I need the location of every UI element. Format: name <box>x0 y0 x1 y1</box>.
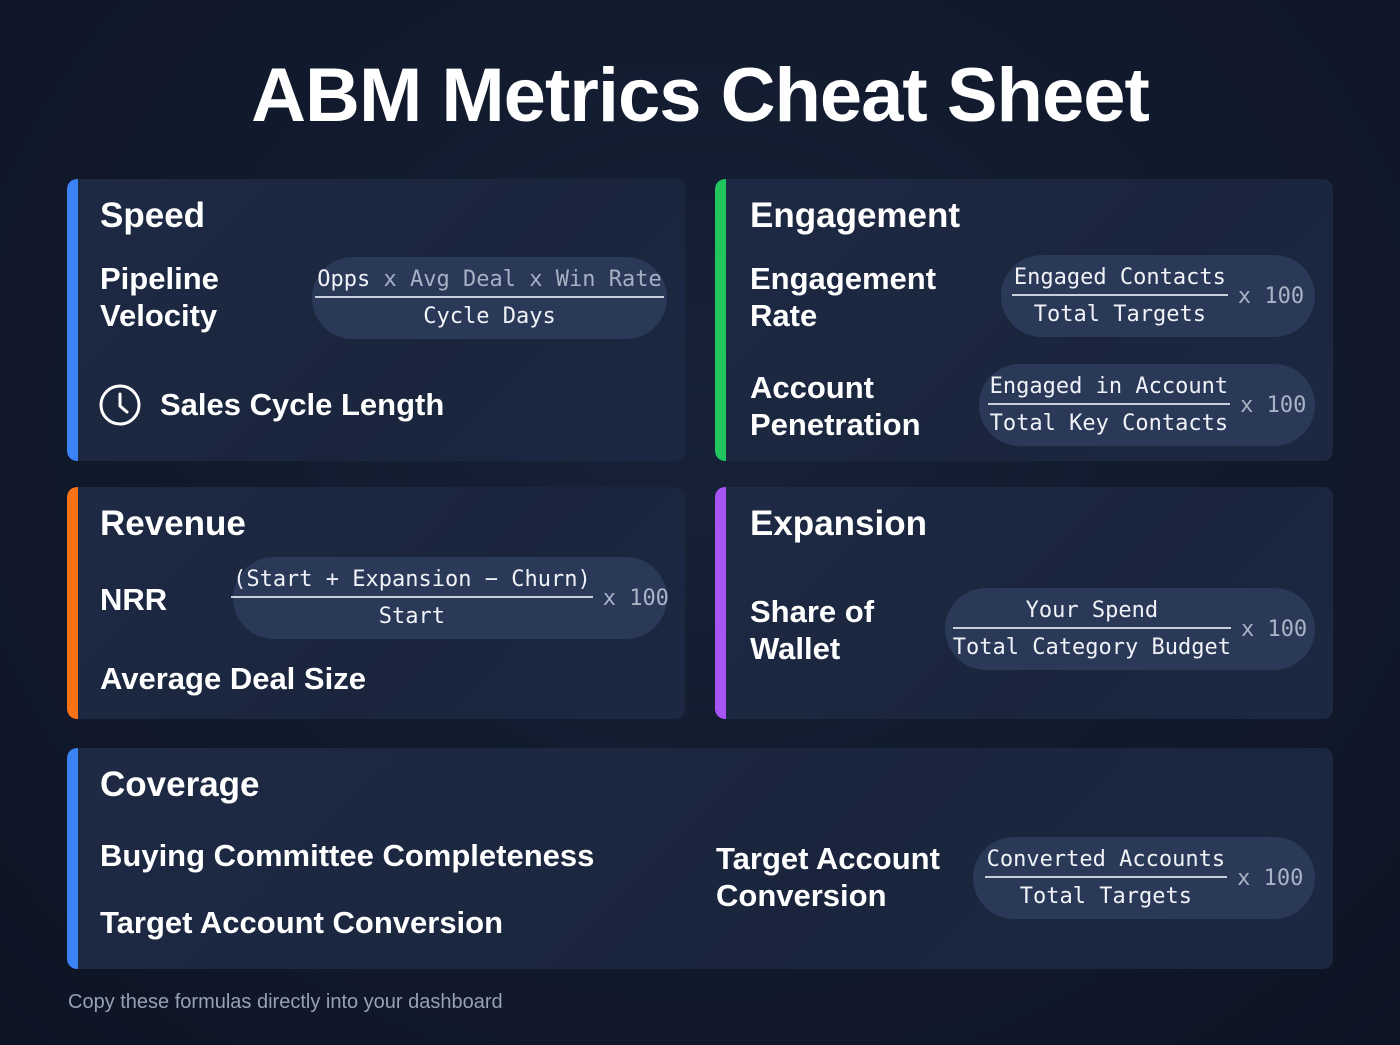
expansion-card: Expansion Share of Wallet Your Spend Tot… <box>715 487 1333 719</box>
clock-icon <box>99 384 141 426</box>
numerator: Opps x Avg Deal x Win Rate <box>315 267 663 296</box>
denominator: Total Targets <box>1033 302 1206 327</box>
fraction-bar <box>1011 294 1228 296</box>
operator: x <box>515 267 556 292</box>
label-line: Conversion <box>716 878 887 913</box>
label-line: Account <box>750 370 874 405</box>
expansion-accent-bar <box>715 487 726 719</box>
nrr-label: NRR <box>100 582 168 617</box>
speed-card-title: Speed <box>100 196 206 235</box>
target-account-conversion-label: Target Account Conversion <box>716 840 940 914</box>
engagement-card: Engagement Engagement Rate Engaged Conta… <box>715 179 1333 461</box>
revenue-accent-bar <box>67 487 78 719</box>
revenue-card: Revenue NRR (Start + Expansion − Churn) … <box>67 487 685 719</box>
engagement-rate-formula: Engaged Contacts Total Targets x 100 <box>1001 255 1315 337</box>
sales-cycle-length-label: Sales Cycle Length <box>160 387 445 422</box>
label-line: Share of <box>750 594 875 629</box>
multiplier: x 100 <box>1240 616 1308 642</box>
coverage-accent-bar <box>67 748 78 969</box>
pipeline-velocity-formula: Opps x Avg Deal x Win Rate Cycle Days <box>312 257 667 339</box>
label-line: Target Account <box>716 841 940 876</box>
fraction: Opps x Avg Deal x Win Rate Cycle Days <box>315 267 664 329</box>
denominator: Total Key Contacts <box>989 411 1229 436</box>
term: Win Rate <box>555 267 662 292</box>
revenue-card-title: Revenue <box>100 504 246 543</box>
speed-card: Speed Pipeline Velocity Opps x Avg Deal … <box>67 179 685 461</box>
multiplier: x 100 <box>1237 865 1304 891</box>
operator: x <box>370 267 411 292</box>
fraction-bar <box>315 296 664 298</box>
nrr-formula: (Start + Expansion − Churn) Start x 100 <box>231 557 669 639</box>
numerator: Converted Accounts <box>986 847 1226 872</box>
label-line: Pipeline <box>100 261 219 296</box>
page-title: ABM Metrics Cheat Sheet <box>251 53 1150 138</box>
multiplier: x 100 <box>1240 392 1307 418</box>
expansion-card-title: Expansion <box>750 504 927 543</box>
engagement-rate-label: Engagement Rate <box>750 260 936 334</box>
label-line: Wallet <box>750 631 841 666</box>
fraction: Converted Accounts Total Targets <box>984 847 1228 909</box>
footer-note: Copy these formulas directly into your d… <box>68 991 503 1013</box>
numerator: Engaged Contacts <box>1013 265 1226 290</box>
fraction-bar <box>231 596 593 598</box>
numerator: (Start + Expansion − Churn) <box>233 567 591 592</box>
label-line: Penetration <box>750 407 921 442</box>
average-deal-size-label: Average Deal Size <box>100 661 366 696</box>
coverage-card: Coverage Buying Committee Completeness T… <box>67 748 1333 969</box>
denominator: Total Category Budget <box>952 635 1231 660</box>
numerator: Engaged in Account <box>989 374 1229 399</box>
fraction-bar <box>987 403 1231 405</box>
fraction-bar <box>952 627 1231 629</box>
term: Opps <box>317 267 371 292</box>
fraction: Engaged in Account Total Key Contacts <box>987 374 1231 436</box>
fraction: (Start + Expansion − Churn) Start <box>231 567 593 629</box>
fraction: Your Spend Total Category Budget <box>952 598 1231 660</box>
target-account-conversion-item-label: Target Account Conversion <box>100 905 504 940</box>
denominator: Total Targets <box>1019 884 1192 909</box>
denominator: Start <box>378 604 445 629</box>
pipeline-velocity-label: Pipeline Velocity <box>100 260 219 334</box>
fraction-bar <box>984 876 1228 878</box>
share-of-wallet-formula: Your Spend Total Category Budget x 100 <box>945 588 1315 670</box>
coverage-card-title: Coverage <box>100 765 260 804</box>
engagement-accent-bar <box>715 179 726 461</box>
multiplier: x 100 <box>1237 283 1305 309</box>
buying-committee-completeness-label: Buying Committee Completeness <box>100 838 595 873</box>
engagement-card-title: Engagement <box>750 196 961 235</box>
fraction: Engaged Contacts Total Targets <box>1011 265 1228 327</box>
account-penetration-label: Account Penetration <box>750 369 921 443</box>
term: Avg Deal <box>410 267 516 292</box>
share-of-wallet-label: Share of Wallet <box>750 593 874 667</box>
speed-accent-bar <box>67 179 78 461</box>
account-penetration-formula: Engaged in Account Total Key Contacts x … <box>979 364 1315 446</box>
target-account-conversion-formula: Converted Accounts Total Targets x 100 <box>973 837 1315 919</box>
multiplier: x 100 <box>602 585 669 611</box>
numerator: Your Spend <box>1025 598 1159 623</box>
label-line: Rate <box>750 298 818 333</box>
label-line: Engagement <box>750 261 937 296</box>
denominator: Cycle Days <box>423 304 556 329</box>
label-line: Velocity <box>100 298 218 333</box>
